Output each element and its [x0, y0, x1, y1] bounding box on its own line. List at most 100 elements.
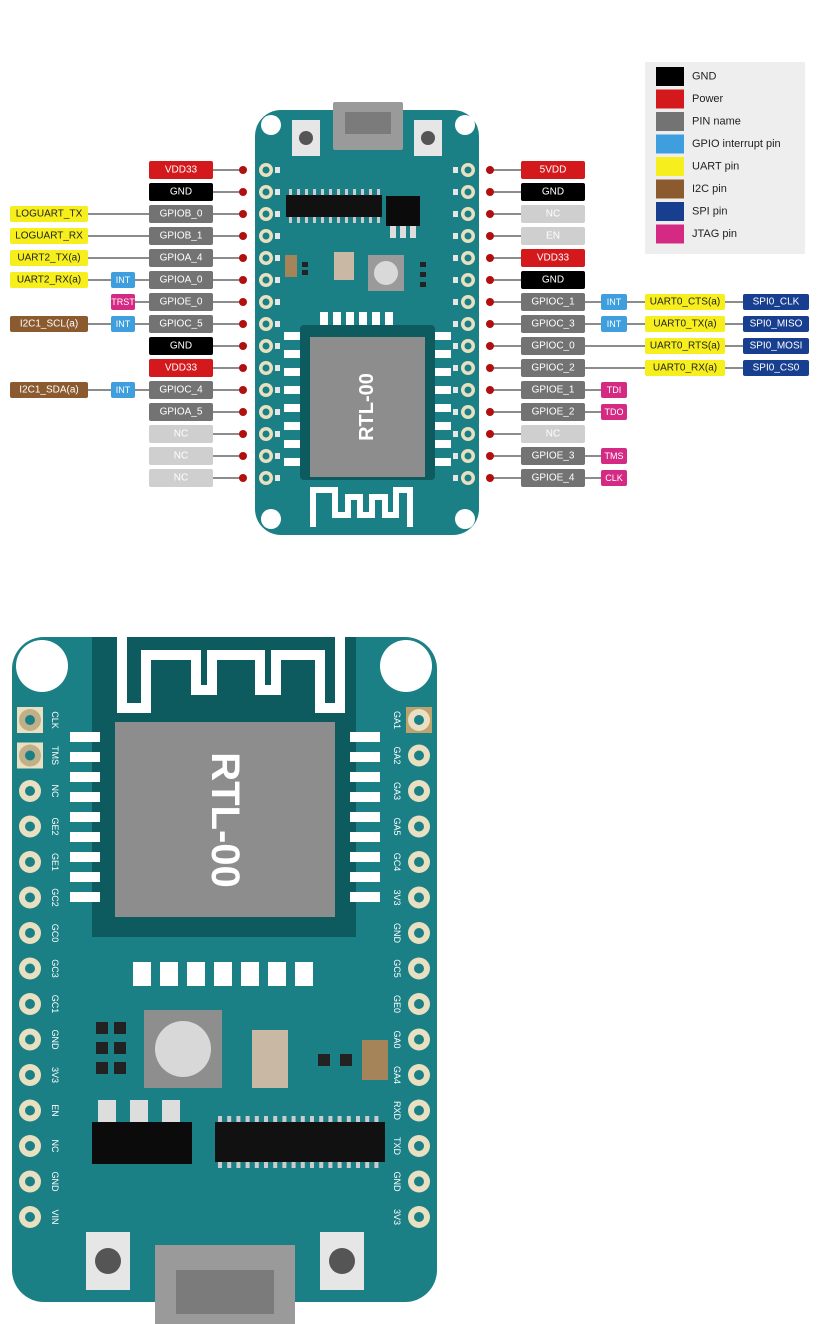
ic-chip-pin: [353, 189, 356, 195]
smd-resistor: [340, 1054, 352, 1066]
pin-name: GPIOE_3: [532, 451, 575, 462]
legend-swatch-i2c: [656, 179, 684, 199]
legend-label-gnd: GND: [692, 71, 717, 83]
pin-pad-center: [25, 963, 35, 974]
module-pad: [350, 752, 380, 762]
silk-mark: [275, 167, 280, 173]
tag-uart: [10, 272, 88, 288]
board-bottom-view: RTL-00CLKTMSNCGE2GE1GC2GC0GC3GC1GND3V3EN…: [12, 637, 437, 1324]
ic-chip-pin: [310, 1162, 314, 1168]
ic-chip-pin: [245, 1162, 250, 1168]
ic-chip-pin: [273, 1162, 278, 1168]
ic-chip-pin: [374, 1116, 379, 1122]
module-pad: [435, 332, 451, 340]
pin-hole-center: [262, 298, 270, 306]
pin-name: GND: [542, 275, 564, 286]
module-pad: [70, 792, 100, 802]
silk-label-left: GE1: [50, 853, 60, 871]
module-pad: [70, 852, 100, 862]
ic-chip-pin: [310, 1116, 314, 1122]
pin-label-box: [149, 161, 213, 179]
tag-label: I2C1_SCL(a): [20, 319, 78, 330]
ic-chip-pin: [218, 1162, 222, 1168]
ic-chip-pin: [329, 217, 332, 223]
tag-label: SPI0_MISO: [750, 319, 803, 330]
ic-chip-pin: [282, 1162, 287, 1168]
silk-mark: [275, 277, 280, 283]
crystal-back: [252, 1030, 288, 1088]
silk-label-right: GC4: [392, 853, 402, 872]
module-pad: [350, 892, 380, 902]
legend-label-power: Power: [692, 93, 724, 105]
silk-mark: [453, 475, 458, 481]
module-pad: [359, 312, 367, 326]
pin-pad-center: [25, 928, 35, 938]
tag-uart: [645, 360, 725, 376]
pin-dot: [239, 430, 247, 438]
pin-hole-center: [262, 430, 270, 438]
tag-uart: [645, 316, 725, 332]
pin-pad-center: [25, 1070, 35, 1080]
silk-label-right: RXD: [392, 1101, 402, 1121]
pin-pad-center: [25, 1141, 35, 1151]
tag-label: INT: [116, 385, 131, 395]
silk-label-left: GC1: [50, 995, 60, 1014]
pin-pad-center: [414, 786, 424, 796]
module-pad: [187, 962, 205, 986]
pin-hole-center: [262, 474, 270, 482]
ic-chip-pin: [305, 189, 308, 195]
tag-label: LOGUART_TX: [16, 209, 83, 220]
ic-chip-pin: [321, 217, 324, 223]
module-pad: [70, 832, 100, 842]
ic-chip-pin: [227, 1162, 232, 1168]
pin-name: GPIOA_4: [160, 253, 203, 264]
pin-hole-center: [262, 232, 270, 240]
mount-hole: [261, 115, 281, 135]
tag-jtag: [601, 448, 627, 464]
pin-dot: [486, 232, 494, 240]
silk-label-right: GC5: [392, 959, 402, 978]
module-pad: [284, 332, 300, 340]
legend-swatch-spi: [656, 202, 684, 221]
module-pad: [333, 312, 341, 326]
pin-hole-center: [464, 342, 472, 350]
ic-chip-pin: [291, 1116, 296, 1122]
ic-chip-pin: [282, 1116, 287, 1122]
pin-name: GPIOC_0: [531, 341, 575, 352]
pin-pad-center: [25, 999, 35, 1009]
pin-label-box: [149, 293, 213, 311]
tag-label: UART2_TX(a): [17, 253, 80, 264]
silk-label-right: TXD: [392, 1137, 402, 1156]
pin-name: VDD33: [165, 165, 198, 176]
ic-chip-pin: [321, 189, 324, 195]
pin-name: GPIOE_4: [532, 473, 575, 484]
tag-label: TDI: [607, 385, 622, 395]
regulator-leg: [162, 1100, 180, 1122]
pin-pad-center: [414, 750, 424, 761]
pin-pad-center: [414, 999, 424, 1009]
silk-label-right: GA0: [392, 1030, 402, 1048]
mount-hole: [455, 115, 475, 135]
ic-chip-pin: [346, 1162, 351, 1168]
tag-label: I2C1_SDA(a): [19, 385, 78, 396]
ic-chip-pin: [345, 217, 348, 223]
ic-chip-pin: [319, 1116, 324, 1122]
tag-uart: [645, 294, 725, 310]
capacitor: [285, 255, 297, 277]
silk-mark: [275, 255, 280, 261]
pin-label-box: [149, 337, 213, 355]
regulator-leg: [410, 226, 416, 238]
ic-chip-pin: [365, 1162, 370, 1168]
pin-hole-center: [262, 166, 270, 174]
crystal: [334, 252, 354, 280]
pin-pad-center: [25, 715, 35, 725]
module-pad: [295, 962, 313, 986]
module-pad: [241, 962, 259, 986]
tag-label: LOGUART_RX: [15, 231, 83, 242]
pin-dot: [239, 254, 247, 262]
module-pad: [284, 386, 300, 394]
silk-label-right: GA4: [392, 1066, 402, 1084]
legend-swatch-uart: [656, 157, 684, 176]
pin-name: GPIOA_0: [160, 275, 203, 286]
module-pad: [435, 404, 451, 412]
